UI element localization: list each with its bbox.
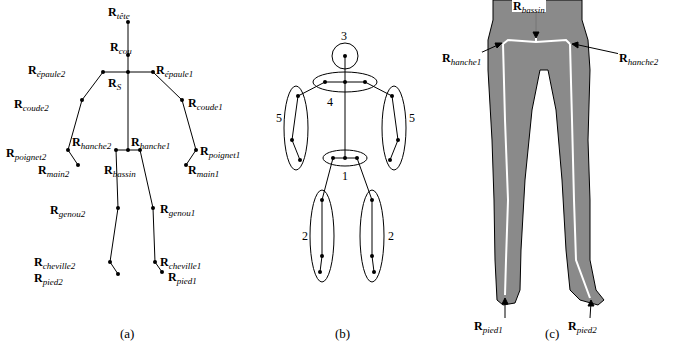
joint-label: Rbassin [104,164,136,176]
joint-label: Rhanche1 [131,136,170,148]
callout-number: 3 [341,30,347,42]
joint-label: Rhanche1 [441,52,482,64]
joint-label: Répaule2 [28,64,65,76]
joint-label: Rhanche2 [618,52,659,64]
callout-number: 2 [302,230,308,242]
joint-label: Rcheville1 [160,256,201,268]
joint-label: Rpoignet1 [200,145,240,157]
callout-number: 1 [342,170,348,182]
callout-number: 5 [409,112,415,124]
joint-label: Rmain2 [38,164,69,176]
joint-label: Rhanche2 [72,136,111,148]
joint-label: Rtête [108,6,130,18]
joint-label: Rpied2 [568,320,597,332]
joint-label: Rpied1 [168,271,197,283]
joint-label: Rpoignet2 [6,147,46,159]
joint-label: Rcou [110,41,132,53]
panel-caption: (a) [120,327,134,340]
panel-caption: (c) [545,327,559,340]
joint-label: Rpied1 [474,320,503,332]
callout-number: 5 [276,112,282,124]
callout-number: 2 [388,230,394,242]
joint-label: Rcheville2 [34,256,75,268]
joint-label: Rmain1 [188,164,219,176]
joint-label: Rcoude1 [188,97,223,109]
joint-label: Rgenou2 [50,204,85,216]
joint-label: Rgenou1 [160,203,195,215]
panel-caption: (b) [335,327,350,340]
joint-label: Rcoude2 [14,98,49,110]
joint-label: RS [108,77,121,89]
callout-number: 4 [327,96,333,108]
joint-label: Répaule1 [156,64,193,76]
joint-label: Rpied2 [34,272,63,284]
joint-label: Rbassin [512,0,546,12]
